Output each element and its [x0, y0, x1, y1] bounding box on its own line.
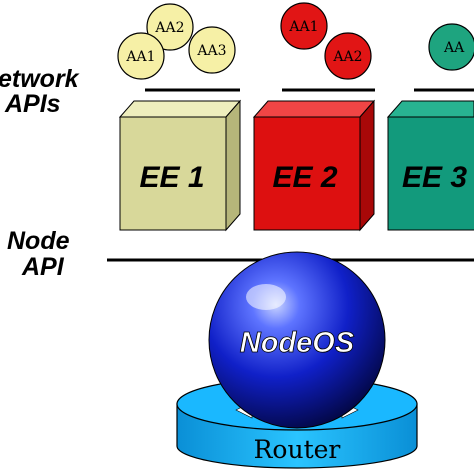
- node-api-label-line1: Node: [7, 227, 70, 255]
- app-ee3-aa-label: AA: [443, 40, 465, 56]
- app-ee2-aa1-label: AA1: [288, 19, 318, 35]
- app-ee1-aa1: AA1: [117, 32, 165, 80]
- app-ee1-aa2-label: AA2: [154, 20, 184, 36]
- ee2-box: EE 2: [252, 99, 376, 232]
- ee3-label: EE 3: [402, 161, 467, 194]
- nodeos-sphere: NodeOS: [208, 251, 386, 429]
- ee1-apps: AA2 AA1 AA3: [117, 3, 236, 80]
- app-ee2-aa2-label: AA2: [332, 49, 362, 65]
- router-label: Router: [254, 435, 341, 464]
- ee1-label: EE 1: [139, 161, 204, 194]
- ee2-apps: AA1 AA2: [280, 2, 372, 80]
- app-ee2-aa2: AA2: [324, 32, 372, 80]
- app-ee1-aa2: AA2: [146, 3, 194, 51]
- network-apis-label-line2: APIs: [4, 90, 61, 118]
- ee2-label: EE 2: [272, 161, 337, 194]
- ee3-box: EE 3: [386, 100, 474, 231]
- app-ee1-aa3-label: AA3: [196, 43, 226, 59]
- network-apis-label-line1: etwork: [0, 65, 80, 93]
- node-api-label-line2: API: [21, 253, 65, 281]
- nodeos-label: NodeOS: [240, 327, 355, 359]
- ee3-apps: AA: [428, 23, 474, 71]
- ee1-box: EE 1: [118, 99, 242, 232]
- app-ee3-aa: AA: [428, 23, 474, 71]
- app-ee2-aa1: AA1: [280, 2, 328, 50]
- app-ee1-aa3: AA3: [188, 26, 236, 74]
- app-ee1-aa1-label: AA1: [125, 49, 155, 65]
